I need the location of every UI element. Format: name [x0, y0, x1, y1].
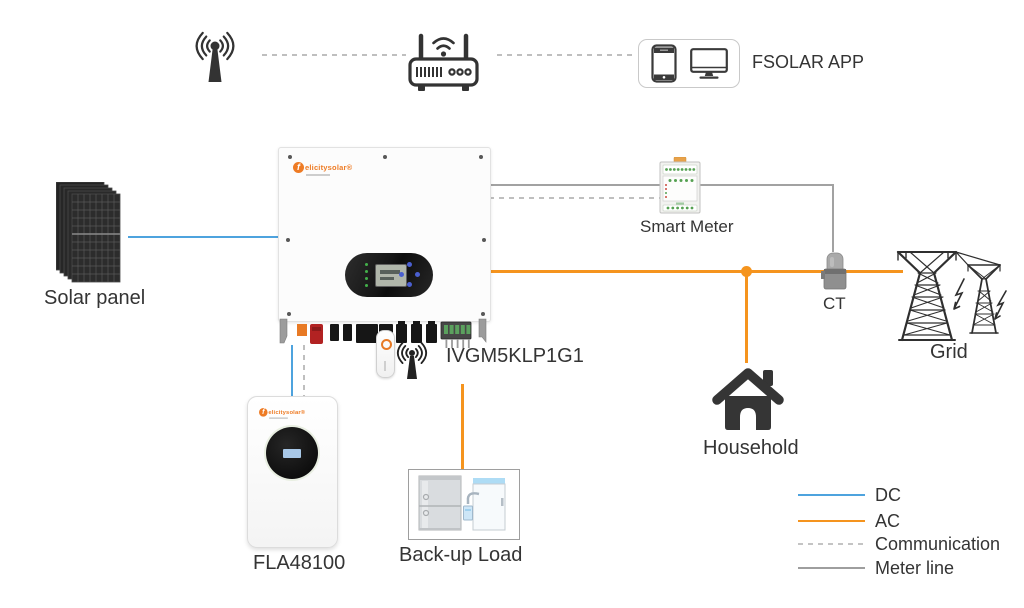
- battery-lcd: [283, 449, 301, 458]
- backup-load-box: [408, 469, 520, 540]
- brand-tagline-rule: [269, 417, 288, 419]
- battery: f elicitysolar®: [247, 396, 338, 548]
- ac-line-to-household: [745, 271, 748, 363]
- lcd-segment: [380, 270, 400, 274]
- button-down: [407, 282, 412, 287]
- router-icon: [408, 33, 479, 91]
- grid-towers-icon: [896, 250, 1007, 342]
- app-label: FSOLAR APP: [752, 52, 865, 72]
- monitor-icon: [689, 48, 728, 79]
- meter-line-sample: [798, 567, 865, 569]
- battery-display: [266, 427, 318, 479]
- screw: [479, 155, 483, 159]
- ac-line-inverter-to-grid: [489, 270, 903, 273]
- inverter-connectors-icon: [279, 318, 487, 348]
- ac-junction-dot: [741, 266, 752, 277]
- lcd-screen: [375, 264, 407, 287]
- comm-line-antenna-router: [262, 54, 406, 56]
- legend-item-ac: AC: [798, 511, 900, 531]
- brand-mark-icon: f: [293, 162, 304, 173]
- status-led: [365, 263, 368, 266]
- status-led: [365, 270, 368, 273]
- screw: [288, 155, 292, 159]
- status-led: [365, 284, 368, 287]
- brand-text: elicitysolar®: [305, 163, 353, 172]
- ac-line-sample: [798, 519, 865, 523]
- inverter: f elicitysolar®: [278, 147, 491, 322]
- wifi-antenna-icon: [195, 31, 235, 82]
- backup-load-label: Back-up Load: [399, 544, 523, 566]
- button-left: [399, 272, 404, 277]
- status-led: [365, 277, 368, 280]
- legend-item-communication: Communication: [798, 534, 1000, 554]
- household-label: Household: [703, 437, 799, 459]
- app-device-box: [638, 39, 740, 88]
- dc-line-inverter-to-battery: [291, 345, 294, 397]
- screw: [482, 238, 486, 242]
- brand-text: elicitysolar®: [268, 408, 306, 416]
- button-up: [407, 262, 412, 267]
- ac-line-inverter-to-backup-load: [461, 384, 464, 469]
- dongle-antenna-icon: [396, 342, 428, 379]
- meter-line-smartmeter-to-corner: [700, 184, 833, 186]
- wifi-dongle-icon: [376, 330, 395, 378]
- screw: [286, 238, 290, 242]
- inverter-display-panel: [345, 253, 433, 297]
- smart-meter-icon: [659, 157, 701, 214]
- meter-line-corner-to-ct: [832, 184, 834, 252]
- brand-mark-icon: f: [259, 408, 268, 417]
- comm-line-inverter-to-battery: [303, 345, 305, 397]
- battery-brand-logo: f elicitysolar®: [259, 408, 306, 419]
- solar-panel-icon: [56, 182, 121, 283]
- button-right: [415, 272, 420, 277]
- battery-model-label: FLA48100: [253, 552, 346, 574]
- screw: [287, 312, 291, 316]
- appliances-icon: [418, 475, 506, 531]
- screw: [481, 312, 485, 316]
- inverter-model-label: IVGM5KLP1G1: [446, 345, 584, 367]
- comm-line-router-app: [497, 54, 635, 56]
- brand-tagline-rule: [306, 174, 330, 176]
- ct-icon: [821, 252, 847, 290]
- household-icon: [712, 368, 784, 430]
- ct-label: CT: [823, 294, 846, 313]
- dongle-logo-ring: [381, 339, 392, 350]
- dongle-slit: [384, 361, 386, 371]
- felicitysolar-logo: f elicitysolar®: [293, 162, 353, 176]
- legend-label-ac: AC: [875, 510, 901, 531]
- screw: [383, 155, 387, 159]
- lcd-segment: [380, 277, 394, 280]
- communication-line-sample: [798, 543, 865, 545]
- legend-item-dc: DC: [798, 485, 901, 505]
- smartphone-icon: [650, 44, 677, 83]
- meter-line-inverter-to-smartmeter: [489, 184, 661, 186]
- grid-label: Grid: [930, 341, 968, 363]
- smart-meter-label: Smart Meter: [640, 217, 734, 236]
- solar-panel-label: Solar panel: [44, 287, 146, 309]
- comm-line-inverter-to-smartmeter: [489, 197, 660, 199]
- legend-label-dc: DC: [875, 484, 901, 505]
- legend-item-meter-line: Meter line: [798, 558, 954, 578]
- legend-label-communication: Communication: [875, 533, 1001, 554]
- legend-label-meter-line: Meter line: [875, 557, 955, 578]
- dc-line-sample: [798, 493, 865, 497]
- dc-line-solar-to-inverter: [128, 236, 278, 239]
